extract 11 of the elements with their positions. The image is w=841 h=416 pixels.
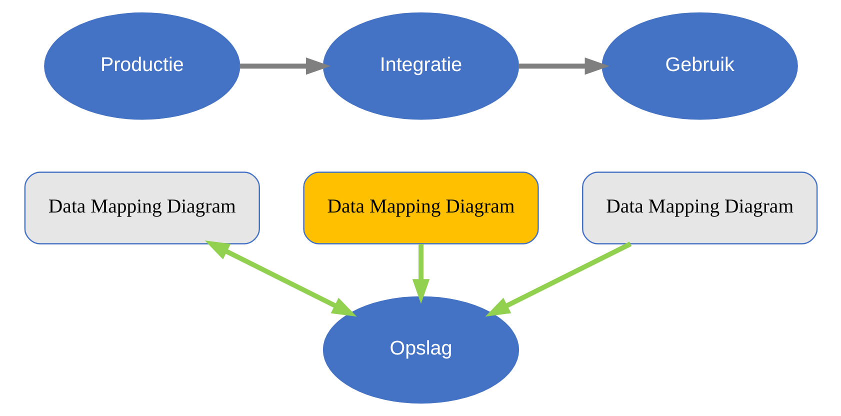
arrow [204, 240, 356, 317]
arrow [239, 57, 330, 75]
arrow [412, 244, 430, 304]
arrow [518, 57, 610, 75]
node-ellipse: Productie [44, 12, 240, 120]
node-box: Data Mapping Diagram [302, 172, 538, 244]
node-ellipse: Gebruik [601, 12, 798, 120]
node-box: Data Mapping Diagram [24, 172, 260, 244]
node-ellipse: Integratie [322, 12, 519, 120]
arrow [484, 242, 632, 317]
node-box: Data Mapping Diagram [582, 172, 818, 244]
